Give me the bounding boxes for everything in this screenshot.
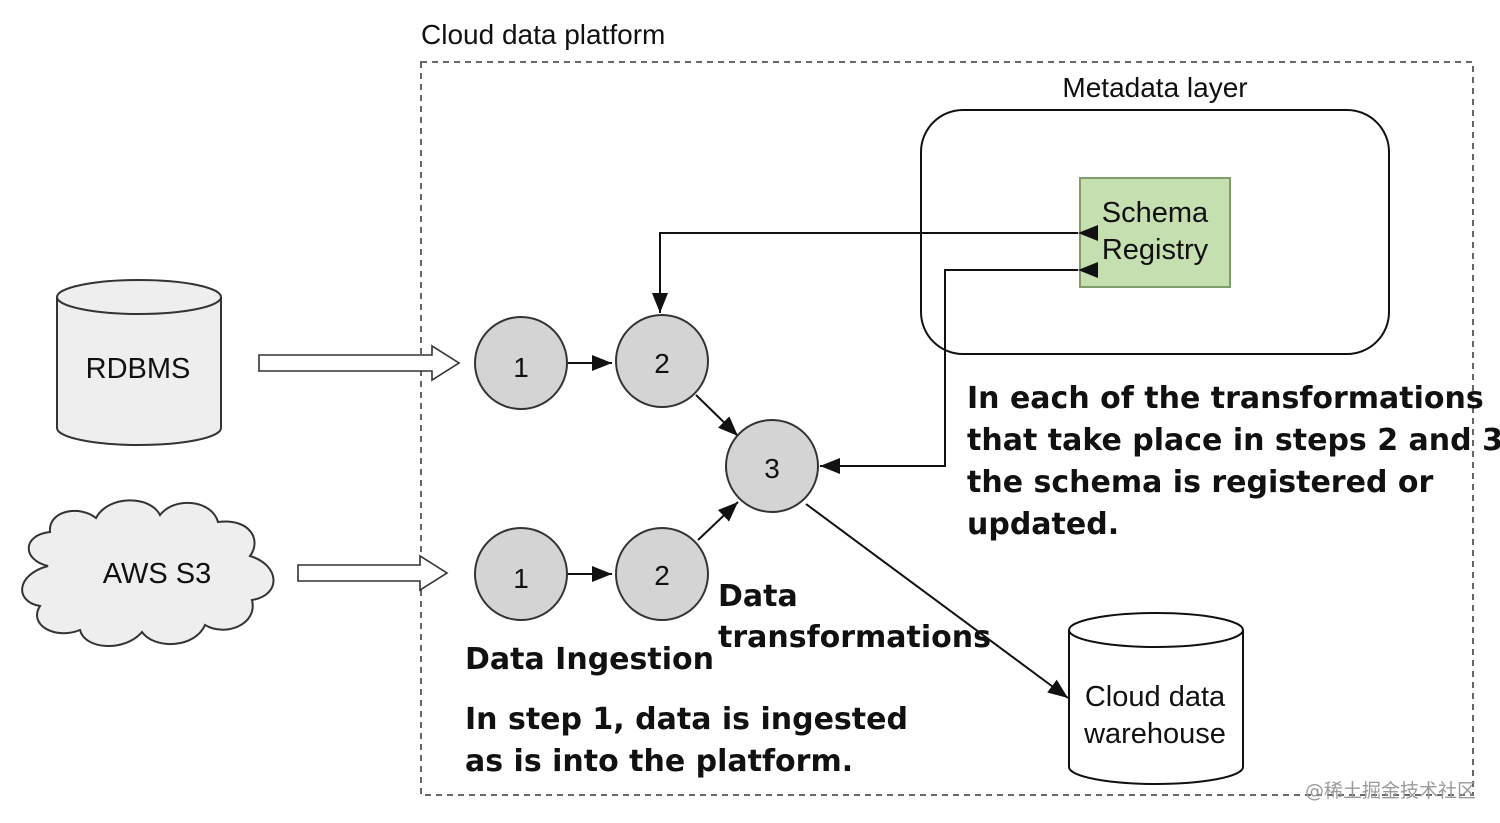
warehouse-database-icon bbox=[1068, 612, 1244, 785]
ingestion-caption: Data Ingestion bbox=[465, 642, 714, 677]
step-node-top-2: 2 bbox=[615, 314, 709, 408]
ingestion-note-line1: In step 1, data is ingested bbox=[465, 702, 908, 737]
aws-s3-cloud-icon bbox=[21, 499, 275, 647]
rdbms-label: RDBMS bbox=[86, 353, 191, 385]
watermark-text: @稀土掘金技术社区 bbox=[1305, 780, 1476, 802]
ingestion-note-line2: as is into the platform. bbox=[465, 744, 853, 779]
schema-note-line1: In each of the transformations bbox=[967, 381, 1484, 416]
schema-note-line4: updated. bbox=[967, 507, 1119, 542]
schema-note-line3: the schema is registered or bbox=[967, 465, 1433, 500]
rdbms-database-icon bbox=[56, 279, 222, 446]
platform-boundary bbox=[420, 61, 1474, 796]
schema-registry-line2: Registry bbox=[1102, 234, 1209, 266]
step-node-bottom-1: 1 bbox=[474, 527, 568, 621]
transform-caption-line1: Data bbox=[718, 579, 798, 614]
metadata-title: Metadata layer bbox=[1062, 72, 1247, 103]
step-node-bottom-2: 2 bbox=[615, 527, 709, 621]
schema-registry-line1: Schema bbox=[1102, 197, 1209, 229]
rdbms-ingest-arrow bbox=[258, 344, 461, 382]
step-node-top-1: 1 bbox=[474, 316, 568, 410]
edge-registry-merge bbox=[820, 262, 1098, 474]
node-label: 3 bbox=[764, 453, 780, 484]
edge-top2-merge bbox=[695, 394, 739, 437]
schema-note-line2: that take place in steps 2 and 3, bbox=[967, 423, 1500, 458]
edge-bottom2-merge bbox=[697, 501, 739, 541]
schema-registry-box bbox=[1079, 177, 1231, 288]
edge-registry-top2 bbox=[652, 225, 1098, 313]
aws-s3-label: AWS S3 bbox=[103, 558, 212, 590]
node-label: 2 bbox=[654, 560, 670, 591]
warehouse-line2: warehouse bbox=[1083, 718, 1226, 750]
warehouse-line1: Cloud data bbox=[1085, 681, 1226, 713]
step-node-merge-3: 3 bbox=[725, 419, 819, 513]
s3-ingest-arrow bbox=[297, 554, 449, 592]
node-label: 2 bbox=[654, 348, 670, 379]
edge-merge-warehouse bbox=[805, 503, 1069, 699]
transform-caption-line2: transformations bbox=[718, 620, 991, 655]
node-label: 1 bbox=[513, 352, 529, 383]
node-label: 1 bbox=[513, 563, 529, 594]
platform-title: Cloud data platform bbox=[421, 19, 665, 50]
